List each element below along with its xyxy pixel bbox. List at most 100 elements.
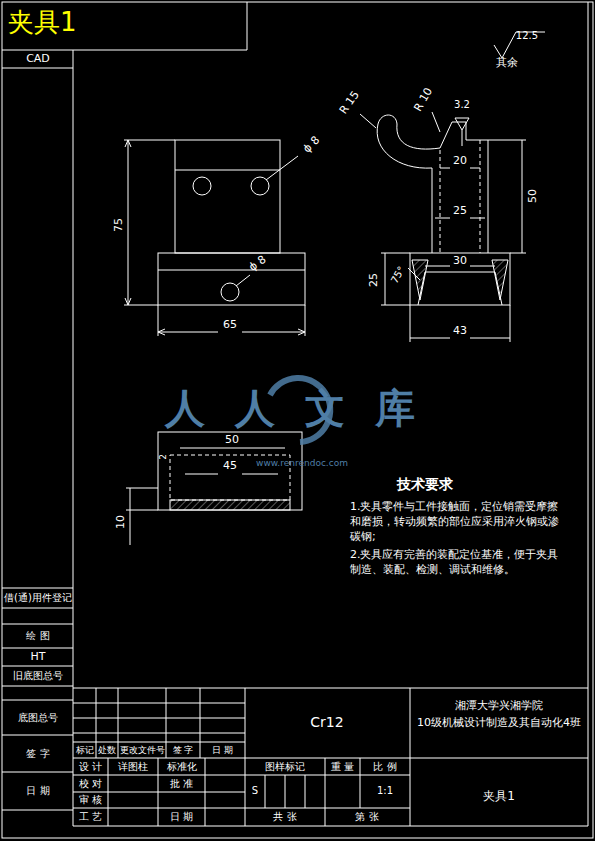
roughness-value: 12.5	[516, 30, 538, 42]
title-block	[200, 688, 201, 758]
front-view	[158, 332, 218, 333]
sheet-frame	[2, 68, 73, 69]
side-view	[381, 305, 410, 306]
front-view	[128, 140, 129, 305]
roughness-note: 其余	[496, 57, 518, 70]
front-view	[124, 140, 175, 141]
left-strip	[2, 648, 73, 649]
dimension: 10	[115, 515, 128, 529]
title-block	[245, 775, 410, 776]
technical-note: 2.夹具应有完善的装配定位基准，便于夹具制造、装配、检测、调试和维修。	[350, 548, 565, 578]
left-strip	[2, 810, 73, 811]
table-cell: 批 准	[170, 778, 193, 790]
top-view	[126, 510, 158, 511]
dimension: 45	[223, 460, 237, 473]
angle-dimension: 75°	[389, 264, 408, 285]
drawing-name: 夹具1	[483, 790, 515, 804]
side-view	[360, 112, 526, 342]
technical-note: 1.夹具零件与工件接触面，定位销需受摩擦和磨损，转动频繁的部位应采用淬火钢或渗碳…	[350, 500, 565, 545]
table-cell: 比 例	[373, 761, 396, 773]
side-view	[470, 218, 485, 219]
top-view	[158, 432, 302, 510]
title-block	[73, 792, 245, 793]
sheet-frame	[247, 2, 248, 50]
front-view	[236, 275, 250, 286]
title-block	[73, 718, 245, 719]
table-cell: 图样标记	[265, 761, 305, 773]
title-block	[73, 733, 245, 734]
dimension: 25	[368, 273, 381, 287]
front-view	[175, 170, 280, 171]
side-view	[455, 118, 469, 130]
left-strip	[2, 608, 73, 609]
table-cell: 日 期	[26, 785, 49, 797]
side-view	[462, 130, 463, 146]
table-cell: 借(通)用件登记	[4, 592, 72, 604]
front-view	[242, 332, 305, 333]
title-block	[96, 688, 97, 758]
title-block	[360, 758, 361, 808]
watermark: 人人文库	[165, 385, 445, 431]
side-view	[488, 140, 526, 141]
top-view	[180, 448, 285, 449]
table-cell: 处数	[98, 745, 116, 755]
side-view	[440, 168, 450, 169]
left-strip	[2, 772, 73, 773]
table-cell: 重 量	[331, 761, 354, 773]
left-strip	[2, 700, 73, 701]
dimension: 65	[223, 319, 237, 332]
side-view	[480, 140, 481, 253]
table-cell: S	[252, 785, 258, 797]
title-block	[166, 688, 167, 758]
table-cell: 签 字	[173, 745, 194, 755]
top-view	[126, 432, 302, 545]
table-cell: 审 核	[79, 794, 102, 806]
side-view	[377, 115, 488, 253]
dimension: 50	[225, 434, 239, 447]
diameter-dimension: ϕ 8	[247, 254, 269, 275]
top-view	[130, 488, 131, 545]
table-cell: HT	[31, 651, 46, 664]
sheet-title: 夹具1	[8, 8, 77, 38]
table-cell: 共 张	[273, 811, 296, 823]
front-view	[158, 253, 305, 305]
material: Cr12	[310, 714, 343, 730]
watermark: www.renrendoc.com	[256, 458, 348, 468]
school-name: 湘潭大学兴湘学院	[455, 700, 543, 713]
title-block	[73, 688, 588, 689]
top-view	[170, 500, 290, 510]
table-cell: 旧底图总号	[13, 670, 63, 682]
top-view	[185, 474, 218, 475]
side-view	[381, 253, 410, 254]
roughness-value: 3.2	[454, 99, 470, 111]
left-strip	[2, 735, 73, 736]
title-block	[305, 775, 306, 808]
table-cell: 详图柱	[118, 761, 148, 773]
left-strip	[2, 686, 73, 687]
side-view	[435, 218, 450, 219]
side-view	[510, 253, 526, 254]
dimension: 75	[113, 218, 126, 232]
top-view	[126, 488, 158, 489]
title-block	[410, 688, 411, 826]
title-block	[245, 688, 246, 826]
side-view	[408, 268, 420, 280]
dimension: 30	[453, 255, 467, 268]
title-block	[73, 742, 245, 743]
side-view	[432, 112, 440, 132]
dimension: 20	[453, 155, 467, 168]
left-strip	[2, 624, 73, 625]
table-cell: 工 艺	[79, 811, 102, 823]
table-cell: 签 字	[26, 748, 49, 760]
diameter-dimension: ϕ 8	[301, 134, 323, 156]
title-block	[73, 758, 588, 759]
side-view	[470, 168, 480, 169]
side-view	[360, 114, 376, 128]
title-block	[73, 808, 410, 809]
front-view	[158, 270, 305, 271]
table-cell: 标准化	[167, 761, 197, 773]
side-view	[470, 338, 510, 339]
